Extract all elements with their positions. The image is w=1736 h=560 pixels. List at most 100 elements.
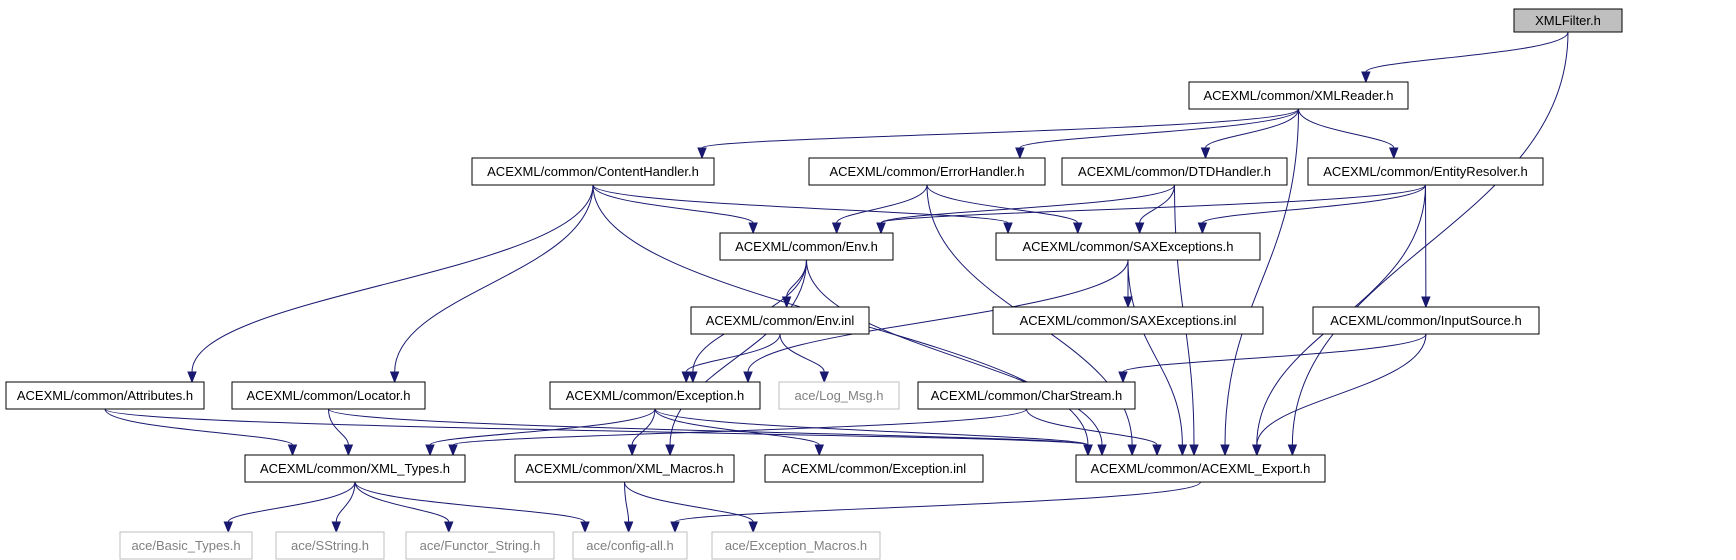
edge-line [880, 184, 1175, 224]
edge-xmlmacros-to-exceptionmacros [624, 481, 758, 534]
node-entityresolver[interactable]: ACEXML/common/EntityResolver.h [1307, 157, 1544, 186]
edge-contenthandler-to-env [592, 184, 758, 235]
node-label: ACEXML/common/Env.h [735, 239, 878, 254]
node-box [275, 531, 385, 560]
edge-xmltypes-to-functorstring [354, 481, 454, 534]
node-contenthandler[interactable]: ACEXML/common/ContentHandler.h [471, 157, 715, 186]
node-box [1188, 81, 1409, 110]
edge-xmlfilter-to-acexmlexport [1287, 31, 1569, 457]
node-box [1061, 157, 1288, 186]
edge-saxexceptions-to-acexmlexport [1127, 259, 1188, 457]
node-box [719, 232, 894, 261]
node-logmsg: ace/Log_Msg.h [778, 381, 900, 410]
arrowhead-icon [748, 521, 758, 534]
edge-line [104, 408, 1089, 446]
node-basictypes: ace/Basic_Types.h [119, 531, 253, 560]
node-saxexceptionsinl[interactable]: ACEXML/common/SAXExceptions.inl [992, 306, 1264, 335]
edge-entityresolver-to-inputsource [1421, 184, 1431, 309]
node-dtdhandler[interactable]: ACEXML/common/DTDHandler.h [1061, 157, 1288, 186]
node-attributes[interactable]: ACEXML/common/Attributes.h [5, 381, 205, 410]
arrowhead-icon [681, 371, 691, 384]
node-xmlfilter[interactable]: XMLFilter.h [1513, 8, 1623, 33]
node-box [1307, 157, 1544, 186]
node-xmlmacros[interactable]: ACEXML/common/XML_Macros.h [514, 454, 735, 483]
arrowhead-icon [670, 521, 680, 534]
node-box [471, 157, 715, 186]
arrowhead-icon [1003, 222, 1013, 235]
edge-xmlreader-to-dtdhandler [1200, 108, 1299, 160]
edge-xmltypes-to-basictypes [223, 481, 356, 534]
node-exceptionmacros: ace/Exception_Macros.h [711, 531, 881, 560]
arrowhead-icon [448, 444, 458, 457]
edge-xmlreader-to-acexmlexport [1220, 108, 1299, 457]
edge-line [1224, 108, 1299, 446]
edge-errorhandler-to-saxexceptions [926, 184, 1083, 235]
node-errorhandler[interactable]: ACEXML/common/ErrorHandler.h [808, 157, 1046, 186]
node-label: ACEXML/common/Attributes.h [17, 388, 193, 403]
edge-line [624, 481, 754, 523]
arrowhead-icon [665, 444, 675, 457]
arrowhead-icon [223, 521, 233, 534]
edge-saxexceptions-to-exception [743, 259, 1129, 384]
edge-line [685, 333, 781, 373]
arrowhead-icon [343, 444, 354, 457]
node-box [549, 381, 761, 410]
edge-line [1291, 31, 1569, 446]
node-locator[interactable]: ACEXML/common/Locator.h [231, 381, 426, 410]
node-exceptioninl[interactable]: ACEXML/common/Exception.inl [764, 454, 984, 483]
node-label: ACEXML/common/DTDHandler.h [1078, 164, 1271, 179]
edge-line [1298, 108, 1395, 149]
edge-line [779, 333, 825, 373]
arrowhead-icon [688, 371, 698, 384]
edge-errorhandler-to-env [831, 184, 928, 235]
node-saxexceptions[interactable]: ACEXML/common/SAXExceptions.h [995, 232, 1261, 261]
edge-line [1127, 259, 1183, 446]
node-charstream[interactable]: ACEXML/common/CharStream.h [917, 381, 1136, 410]
arrowhead-icon [580, 521, 590, 534]
arrowhead-icon [814, 444, 824, 457]
arrowhead-icon [1200, 147, 1211, 160]
edge-contenthandler-to-locator [389, 184, 594, 384]
node-env[interactable]: ACEXML/common/Env.h [719, 232, 894, 261]
edge-line [227, 481, 356, 523]
node-label: ACEXML/common/SAXExceptions.h [1023, 239, 1234, 254]
node-envinl[interactable]: ACEXML/common/Env.inl [690, 306, 870, 335]
node-functorstring: ace/Functor_String.h [405, 531, 555, 560]
edge-line [654, 408, 1089, 446]
arrowhead-icon [1083, 444, 1093, 457]
edge-line [926, 184, 1079, 224]
node-exception[interactable]: ACEXML/common/Exception.h [549, 381, 761, 410]
arrowhead-icon [627, 444, 637, 457]
node-inputsource[interactable]: ACEXML/common/InputSource.h [1312, 306, 1540, 335]
arrowhead-icon [1015, 147, 1025, 160]
arrowhead-icon [1177, 444, 1188, 457]
edge-xmlreader-to-contenthandler [697, 108, 1299, 160]
node-box [808, 157, 1046, 186]
node-xmlreader[interactable]: ACEXML/common/XMLReader.h [1188, 81, 1409, 110]
edge-line [328, 408, 1089, 446]
node-box [119, 531, 253, 560]
arrowhead-icon [389, 371, 400, 384]
edge-line [1026, 408, 1158, 446]
arrowhead-icon [876, 222, 886, 235]
arrowhead-icon [1097, 444, 1107, 457]
node-box [778, 381, 900, 410]
edge-layer [104, 31, 1569, 534]
arrowhead-icon [444, 521, 454, 534]
node-label: ACEXML/common/ContentHandler.h [487, 164, 699, 179]
node-acexmlexport[interactable]: ACEXML/common/ACEXML_Export.h [1075, 454, 1326, 483]
edge-line [880, 184, 1426, 224]
arrowhead-icon [1189, 444, 1199, 457]
edge-line [429, 408, 656, 446]
edge-line [328, 408, 349, 446]
node-xmltypes[interactable]: ACEXML/common/XML_Types.h [244, 454, 466, 483]
edge-line [592, 184, 1009, 224]
node-label: ACEXML/common/Locator.h [246, 388, 410, 403]
arrowhead-icon [1134, 222, 1145, 235]
arrowhead-icon [1389, 147, 1399, 160]
arrowhead-icon [287, 444, 298, 457]
node-label: ACEXML/common/Exception.h [566, 388, 744, 403]
arrowhead-icon [331, 521, 341, 534]
node-label: ACEXML/common/EntityResolver.h [1323, 164, 1527, 179]
node-box [1513, 8, 1623, 33]
